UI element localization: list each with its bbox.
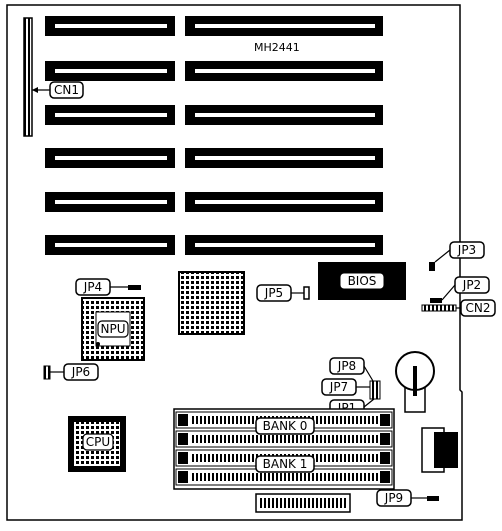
jp4-label: JP4 <box>83 280 102 294</box>
jp2: JP2 <box>430 276 490 303</box>
slot-l5 <box>45 192 175 212</box>
jp7: JP7 <box>321 378 370 396</box>
expansion-slots-right <box>185 16 383 255</box>
bank0: BANK 0 <box>255 417 315 435</box>
jp-cluster <box>369 380 381 400</box>
keyboard-connector <box>421 427 458 473</box>
npu-label: NPU <box>101 322 126 336</box>
cn1-header <box>23 17 33 137</box>
cpu-chip: CPU <box>68 416 126 472</box>
jp3: JP3 <box>429 241 485 271</box>
slot-l4 <box>45 148 175 168</box>
bank0-label: BANK 0 <box>263 419 308 433</box>
board-model-label: MH2441 <box>254 41 300 54</box>
slot-r1 <box>185 16 383 36</box>
slot-l2 <box>45 61 175 81</box>
jp2-label: JP2 <box>462 278 481 292</box>
slot-r2 <box>185 61 383 81</box>
bios-chip: BIOS <box>318 262 406 300</box>
jp8: JP8 <box>329 357 374 382</box>
slot-l1 <box>45 16 175 36</box>
jp9-label: JP9 <box>384 491 403 505</box>
simm-row <box>175 430 393 448</box>
jp9: JP9 <box>376 489 439 507</box>
jp5-label: JP5 <box>264 286 283 300</box>
bios-label: BIOS <box>348 274 377 288</box>
slot-l6 <box>45 235 175 255</box>
slot-r4 <box>185 148 383 168</box>
slot-r5 <box>185 192 383 212</box>
cn2: CN2 <box>421 299 496 317</box>
jp4: JP4 <box>75 278 141 296</box>
npu-socket: NPU <box>81 297 145 361</box>
power-connector <box>255 493 351 513</box>
simm-row <box>175 468 393 486</box>
jp7-label: JP7 <box>329 380 348 394</box>
jp3-label: JP3 <box>457 243 476 257</box>
cn2-label: CN2 <box>466 301 491 315</box>
simm-sockets <box>173 408 395 490</box>
battery <box>395 351 435 413</box>
chipset <box>178 271 245 335</box>
jp5: JP5 <box>256 284 310 302</box>
jp8-label: JP8 <box>337 359 356 373</box>
jp6: JP6 <box>43 363 99 381</box>
cn1-callout: CN1 <box>32 81 84 99</box>
bank1: BANK 1 <box>255 455 315 473</box>
expansion-slots-left <box>45 16 175 255</box>
bank1-label: BANK 1 <box>263 457 308 471</box>
jp6-label: JP6 <box>71 365 90 379</box>
cpu-label: CPU <box>86 435 110 449</box>
slot-r3 <box>185 105 383 125</box>
slot-l3 <box>45 105 175 125</box>
slot-r6 <box>185 235 383 255</box>
board-outline <box>6 4 463 521</box>
cn1-label: CN1 <box>54 83 79 97</box>
